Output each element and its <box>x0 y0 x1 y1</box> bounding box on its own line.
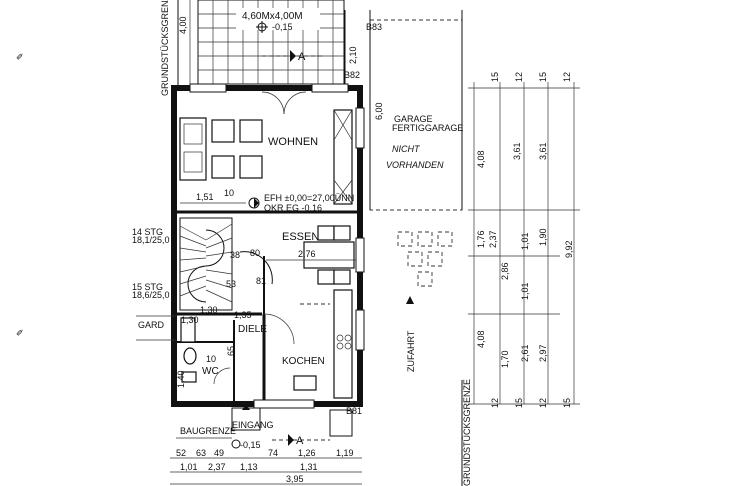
dim-inner-6: 53 <box>226 279 236 289</box>
dim-inner-11: 10 <box>206 354 216 364</box>
room-label-essen: ESSEN <box>282 231 319 243</box>
room-diele: DIELE 1,30 1,35 65 1,30 <box>180 305 295 356</box>
efh-line1: EFH ±0,00=27,00ÜNN <box>264 193 354 203</box>
dim-inner-7: 81 <box>256 276 266 286</box>
staircase: 38 80 53 81 <box>179 217 273 311</box>
b2-3: 1,31 <box>300 462 318 472</box>
rc4-2: 1,90 <box>538 228 548 246</box>
garage-note-2: VORHANDEN <box>386 160 444 170</box>
dim-inner-9: 80 <box>250 248 260 258</box>
dim-inner-5: 1,35 <box>234 310 252 320</box>
dimension-chains-right: 4,08 1,76 4,08 2,37 2,86 1,70 3,61 1,01 … <box>468 72 580 408</box>
dim-inner-8: 38 <box>230 250 240 260</box>
rc1-2: 4,08 <box>476 330 486 348</box>
room-label-kochen: KOCHEN <box>282 356 325 367</box>
b2-1: 2,37 <box>208 462 226 472</box>
rc1-0: 4,08 <box>476 150 486 168</box>
rt-1: 12 <box>514 72 524 82</box>
svg-text:18,6/25,0: 18,6/25,0 <box>132 290 170 300</box>
margin-mark-2: ✐ <box>16 328 24 338</box>
dim-inner-4: 1,30 <box>200 305 218 315</box>
garage-note-1: NICHT <box>392 144 421 154</box>
driveway-label: ZUFAHRT <box>406 330 416 372</box>
rc4-5: 2,97 <box>538 344 548 362</box>
stair-note-upper: 14 STG 18,1/25,0 <box>132 227 170 245</box>
terrace-size: 4,60Mx4,00M <box>242 11 303 22</box>
rt-3: 12 <box>562 72 572 82</box>
rc3-6: 1,01 <box>520 282 530 300</box>
svg-text:15 STG: 15 STG <box>132 282 163 292</box>
b1-0: 52 <box>176 448 186 458</box>
room-essen: ESSEN 2,76 <box>266 225 356 285</box>
rb-1: 15 <box>514 398 524 408</box>
room-wohnen: WOHNEN 1,51 10 <box>179 109 353 205</box>
garage-depth: 6,00 <box>374 102 384 120</box>
terrace-depth: 4,00 <box>178 16 188 34</box>
rb-0: 12 <box>490 398 500 408</box>
rt-2: 15 <box>538 72 548 82</box>
rc2-2: 1,70 <box>500 350 510 368</box>
garage-title: GARAGE <box>394 114 433 124</box>
dim-inner-3: 2,76 <box>298 249 316 259</box>
b1-1: 63 <box>196 448 206 458</box>
stair-note-lower: 15 STG 18,6/25,0 <box>132 282 170 300</box>
b1-2: 49 <box>214 448 224 458</box>
b1-5: 1,19 <box>336 448 354 458</box>
dim-inner-10: 65 <box>226 346 236 356</box>
b1-4: 1,26 <box>298 448 316 458</box>
dim-inner-13: 1,40 <box>176 370 186 388</box>
rc4-1: 3,61 <box>538 142 548 160</box>
b1-3: 74 <box>268 448 278 458</box>
rc3-1: 3,61 <box>512 142 522 160</box>
efh-line2: OKR EG -0,16 <box>264 203 322 213</box>
b3-0: 3,95 <box>286 474 304 484</box>
dimension-chains-bottom: 52 63 49 74 1,26 1,19 1,01 2,37 1,13 1,3… <box>170 448 362 485</box>
section-mark-top: A <box>298 51 306 63</box>
room-label-wc: WC <box>202 366 219 377</box>
rc3-10: 2,61 <box>520 344 530 362</box>
room-label-diele: DIELE <box>238 324 267 335</box>
rb-2: 12 <box>538 398 548 408</box>
level-marker: EFH ±0,00=27,00ÜNN OKR EG -0,16 <box>248 193 354 213</box>
rc5-0: 9,92 <box>564 240 574 258</box>
room-wc: WC 10 1,40 <box>176 347 231 388</box>
boundary-right: GRUNDSTÜCKSGRENZE <box>462 379 472 486</box>
svg-text:14 STG: 14 STG <box>132 227 163 237</box>
terrace-level: -0,15 <box>272 22 293 32</box>
margin-mark-1: ✐ <box>16 52 24 62</box>
entrance-label: EINGANG <box>232 420 274 430</box>
house-walls <box>171 83 365 409</box>
corner-b83: B83 <box>366 22 382 32</box>
boundary-left: GRUNDSTÜCKSGRENZE <box>160 0 170 96</box>
room-label-gard: GARD <box>138 320 165 330</box>
garage-subtitle: FERTIGGARAGE <box>392 123 463 133</box>
corner-b82: B82 <box>344 70 360 80</box>
entrance-level: -0,15 <box>240 440 261 450</box>
driveway: ZUFAHRT <box>397 231 453 372</box>
dim-inner-2: 10 <box>224 188 234 198</box>
section-arrow-bottom: A <box>272 434 330 447</box>
rc3-3: 1,01 <box>520 232 530 250</box>
room-kochen: KOCHEN <box>282 289 353 399</box>
dim-inner-12: 1,30 <box>181 315 199 325</box>
terrace: 4,60Mx4,00M -0,15 4,00 2,10 A <box>177 0 358 88</box>
terrace-gap: 2,10 <box>348 46 358 64</box>
b2-0: 1,01 <box>180 462 198 472</box>
room-label-wohnen: WOHNEN <box>268 136 318 148</box>
garage: GARAGE FERTIGGARAGE NICHT VORHANDEN 6,00 <box>369 10 463 211</box>
boundary-bottom: BAUGRENZE <box>180 426 236 436</box>
rc2-1: 2,86 <box>500 262 510 280</box>
rc2-0: 2,37 <box>488 230 498 248</box>
dim-inner-1: 1,51 <box>196 192 214 202</box>
svg-text:18,1/25,0: 18,1/25,0 <box>132 235 170 245</box>
rb-3: 15 <box>562 398 572 408</box>
rc1-1: 1,76 <box>476 230 486 248</box>
entrance: EINGANG -0,15 <box>231 404 274 450</box>
svg-text:A: A <box>296 435 304 447</box>
rt-0: 15 <box>490 72 500 82</box>
corner-b81: B81 <box>346 406 362 416</box>
b2-2: 1,13 <box>240 462 258 472</box>
